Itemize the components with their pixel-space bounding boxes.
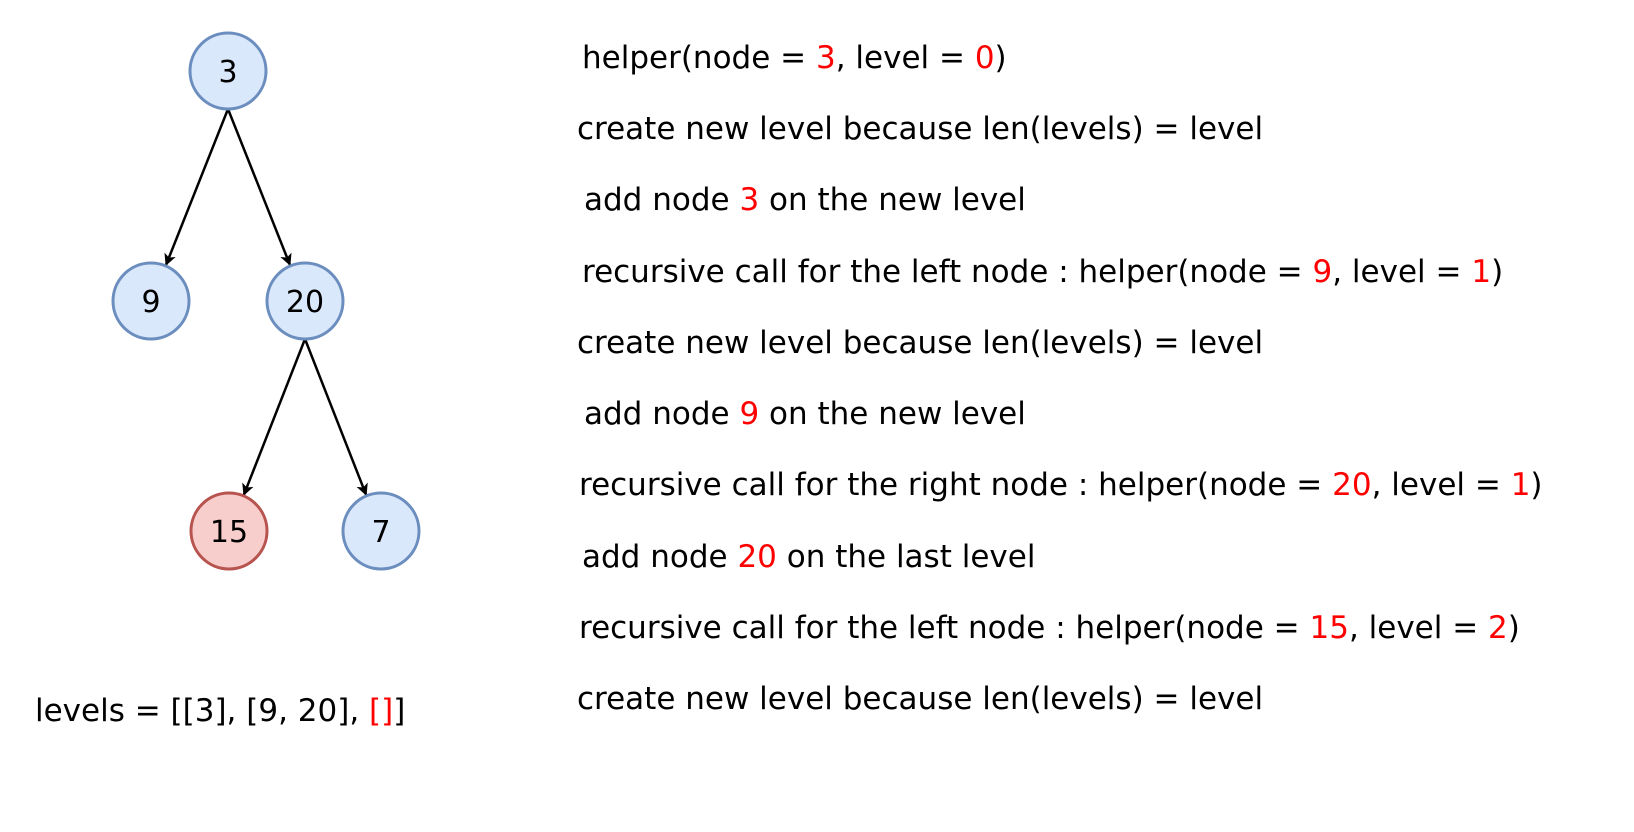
tree-node-circle xyxy=(188,31,268,111)
trace-step-6: add node 9 on the new level xyxy=(584,394,1026,434)
trace-value-highlight: 1 xyxy=(1510,467,1531,503)
trace-value-highlight: 20 xyxy=(1332,467,1372,503)
trace-text: create new level because len(levels) = l… xyxy=(577,681,1264,717)
trace-step-5: create new level because len(levels) = l… xyxy=(577,323,1263,363)
trace-text: , level = xyxy=(1348,610,1489,646)
trace-value-highlight: 2 xyxy=(1488,610,1508,646)
tree-edge-3-to-9 xyxy=(164,108,230,266)
tree-node-label: 9 xyxy=(141,285,160,320)
trace-step-2: create new level because len(levels) = l… xyxy=(577,109,1263,149)
tree-edge-3-to-20 xyxy=(226,108,292,266)
trace-text: add node xyxy=(582,539,738,575)
trace-value-highlight: 9 xyxy=(1312,254,1333,290)
tree-node-circle xyxy=(111,261,191,341)
trace-text: ) xyxy=(1491,254,1504,290)
trace-step-1: helper(node = 3, level = 0) xyxy=(582,38,1007,78)
tree-edge-20-to-7 xyxy=(303,338,368,496)
trace-value-highlight: 9 xyxy=(739,396,760,432)
trace-value-highlight: 3 xyxy=(815,40,836,76)
levels-prefix: levels = [[3], [9, 20], xyxy=(35,693,370,729)
trace-step-8: add node 20 on the last level xyxy=(582,537,1035,577)
tree-node-3: 3 xyxy=(188,31,268,111)
trace-value-highlight: 3 xyxy=(739,182,760,218)
levels-output: levels = [[3], [9, 20], []] xyxy=(35,691,405,731)
trace-value-highlight: 1 xyxy=(1471,254,1492,290)
trace-text: add node xyxy=(584,182,740,218)
trace-text: on the last level xyxy=(776,539,1036,575)
trace-text: on the new level xyxy=(759,182,1026,218)
tree-node-label: 7 xyxy=(371,515,390,550)
trace-value-highlight: 0 xyxy=(974,40,995,76)
tree-edges xyxy=(164,108,368,496)
trace-text: , level = xyxy=(1332,254,1472,290)
trace-text: ) xyxy=(994,40,1007,76)
trace-step-9: recursive call for the left node : helpe… xyxy=(579,608,1520,648)
trace-text: recursive call for the right node : help… xyxy=(579,467,1333,503)
trace-text: create new level because len(levels) = l… xyxy=(577,111,1264,147)
tree-nodes: 3 9 20 15 7 xyxy=(111,31,421,571)
trace-step-10: create new level because len(levels) = l… xyxy=(577,679,1263,719)
trace-value-highlight: 15 xyxy=(1309,610,1349,646)
trace-text: create new level because len(levels) = l… xyxy=(577,325,1264,361)
tree-node-7: 7 xyxy=(341,491,421,571)
tree-node-15: 15 xyxy=(189,491,269,571)
levels-new-empty-level: [] xyxy=(369,693,394,729)
tree-node-label: 20 xyxy=(286,285,324,320)
trace-value-highlight: 20 xyxy=(737,539,777,575)
tree-node-label: 3 xyxy=(218,55,237,90)
trace-step-7: recursive call for the right node : help… xyxy=(579,465,1543,505)
tree-node-circle xyxy=(265,261,345,341)
tree-node-circle xyxy=(341,491,421,571)
trace-text: ) xyxy=(1507,610,1520,646)
trace-text: , level = xyxy=(1371,467,1511,503)
trace-text: recursive call for the left node : helpe… xyxy=(579,610,1310,646)
tree-node-9: 9 xyxy=(111,261,191,341)
trace-text: recursive call for the left node : helpe… xyxy=(582,254,1313,290)
levels-suffix: ] xyxy=(393,693,406,729)
tree-edge-20-to-15 xyxy=(242,338,307,496)
trace-text: add node xyxy=(584,396,740,432)
tree-node-circle xyxy=(189,491,269,571)
trace-text: on the new level xyxy=(759,396,1026,432)
trace-step-4: recursive call for the left node : helpe… xyxy=(582,252,1503,292)
tree-node-20: 20 xyxy=(265,261,345,341)
trace-step-3: add node 3 on the new level xyxy=(584,180,1026,220)
tree-node-label: 15 xyxy=(210,515,248,550)
trace-text: helper(node = xyxy=(582,40,816,76)
trace-text: , level = xyxy=(835,40,975,76)
trace-text: ) xyxy=(1530,467,1543,503)
